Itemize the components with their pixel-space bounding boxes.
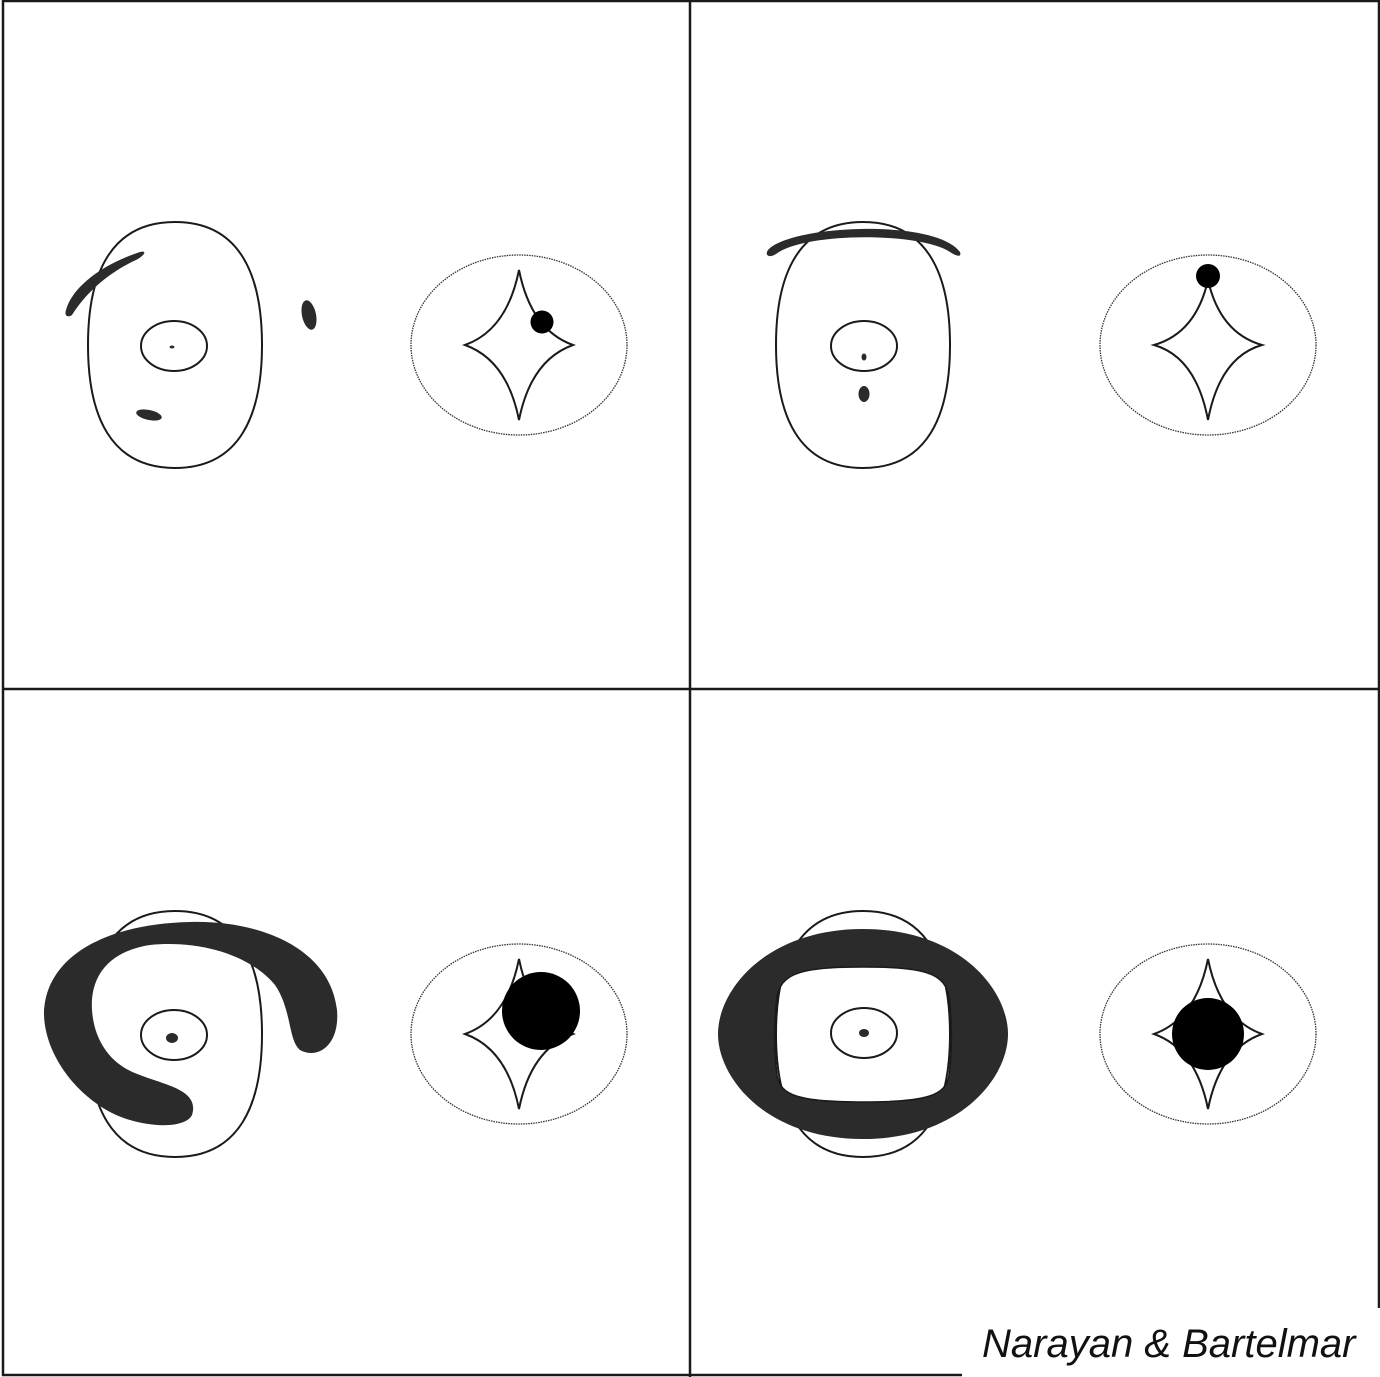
- astroid-caustic: [1154, 280, 1262, 420]
- image-plane: [767, 222, 961, 468]
- source-plane: [1100, 944, 1316, 1124]
- source-disc: [1172, 998, 1244, 1070]
- image-plane: [65, 222, 318, 468]
- source-plane: [1100, 255, 1316, 435]
- radial-caustic: [411, 255, 627, 435]
- arc-image-large: [44, 922, 337, 1125]
- source-plane: [411, 255, 627, 435]
- source-dot: [531, 311, 554, 334]
- image-plane: [44, 911, 337, 1157]
- source-disc: [502, 972, 580, 1050]
- panel-bottom-right: [718, 911, 1316, 1157]
- source-dot: [1196, 264, 1220, 288]
- panel-top-left: [65, 222, 627, 468]
- tangential-critical-curve: [88, 222, 262, 468]
- panel-top-right: [767, 222, 1316, 468]
- astroid-caustic: [465, 270, 573, 420]
- arc-image-top: [767, 229, 961, 256]
- image-right: [299, 299, 319, 331]
- image-central: [859, 386, 870, 402]
- image-plane: [718, 911, 1008, 1157]
- tangential-critical-curve: [776, 222, 950, 468]
- lens-center-dot: [170, 346, 175, 349]
- radial-critical-curve: [141, 321, 207, 371]
- panel-bottom-left: [44, 911, 627, 1157]
- lens-center-dot: [859, 1029, 869, 1037]
- credit-text: Narayan & Bartelmar: [982, 1322, 1355, 1367]
- lens-center-dot: [862, 354, 867, 361]
- image-bottom: [135, 407, 163, 422]
- lens-center-dot: [166, 1033, 178, 1043]
- source-plane: [411, 944, 627, 1124]
- radial-critical-curve: [831, 321, 897, 371]
